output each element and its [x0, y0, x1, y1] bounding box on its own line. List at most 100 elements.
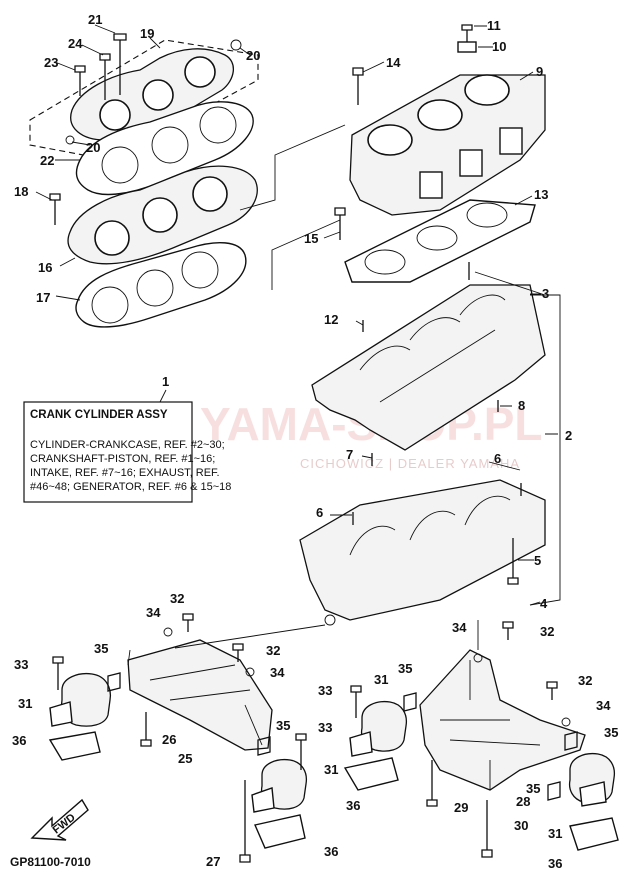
callout-22: 22: [40, 153, 54, 168]
bolt-26: [140, 712, 152, 747]
callout-8: 8: [518, 398, 525, 413]
callout-36-b: 36: [346, 798, 360, 813]
dowel-4: [324, 614, 336, 626]
callout-35-d: 35: [604, 725, 618, 740]
callout-28: 28: [516, 794, 530, 809]
engine-mount-bracket-left: [127, 639, 273, 751]
callout-34-a: 34: [146, 605, 161, 620]
watermark-subtext: CICHOWICZ | DEALER YAMAHA: [300, 456, 520, 471]
callout-12: 12: [324, 312, 338, 327]
callout-34-b: 34: [270, 665, 285, 680]
callout-14: 14: [386, 55, 401, 70]
callout-35-e: 35: [526, 781, 540, 796]
callout-32-a: 32: [170, 591, 184, 606]
assembly-line-heads: [239, 124, 346, 290]
bolt-18: [49, 193, 61, 225]
bolt-32-right-1: [502, 621, 514, 640]
callout-35-c: 35: [398, 661, 412, 676]
bolt-32-right-2: [546, 681, 558, 700]
callout-1: 1: [162, 374, 169, 389]
callout-27: 27: [206, 854, 220, 869]
callout-9: 9: [536, 64, 543, 79]
callout-34-c: 34: [452, 620, 467, 635]
mount-plate-left-1: [48, 731, 101, 761]
callout-31-a: 31: [18, 696, 32, 711]
callout-36-d: 36: [548, 856, 562, 871]
bolt-24: [99, 53, 111, 100]
mount-plate-right-2: [569, 817, 619, 851]
fwd-arrow-icon: [30, 798, 89, 841]
callout-17: 17: [36, 290, 50, 305]
callout-leaders: [35, 24, 558, 606]
callout-31-b: 31: [324, 762, 338, 777]
callout-32-c: 32: [540, 624, 554, 639]
head-chamber-3: [192, 176, 228, 212]
callout-32-b: 32: [266, 643, 280, 658]
shim-35-right-2: [564, 731, 578, 751]
legend-line-1: CYLINDER-CRANKCASE, REF. #2~30;: [30, 439, 225, 451]
bolt-33-center-left: [295, 733, 307, 770]
callout-36-c: 36: [324, 844, 338, 859]
callout-23: 23: [44, 55, 58, 70]
callout-20-top: 20: [246, 48, 260, 63]
legend-line-4: #46~48; GENERATOR, REF. #6 & 15~18: [30, 481, 231, 493]
callout-11: 11: [487, 18, 501, 33]
callout-10: 10: [492, 39, 506, 54]
bolt-29: [426, 760, 438, 807]
washer-34-left-1: [163, 627, 173, 637]
head-cover-gasket: [75, 101, 254, 196]
diagram-code: GP81100-7010: [10, 855, 91, 869]
gasket-ring-1: [101, 146, 139, 184]
bolt-15: [334, 207, 346, 240]
callout-24: 24: [68, 36, 83, 51]
callout-33-a: 33: [14, 657, 28, 672]
lower-crankcase-journals: [349, 495, 511, 556]
lower-crankcase: [299, 479, 546, 621]
callout-31-d: 31: [548, 826, 562, 841]
legend-title: CRANK CYLINDER ASSY: [30, 409, 168, 421]
head-gasket-ring-1: [91, 286, 129, 324]
exhaust-port-3: [499, 127, 523, 155]
bolt-27: [239, 780, 251, 863]
engine-mount-base-right-1: [349, 731, 373, 757]
callout-32-d: 32: [578, 673, 592, 688]
head-cover-port-1: [99, 99, 131, 131]
callout-31-c: 31: [374, 672, 388, 687]
assembly-line-bracket-left: [127, 624, 326, 666]
callout-2: 2: [565, 428, 572, 443]
cylinder-block: [349, 74, 546, 216]
engine-mount-base-left-1: [49, 701, 73, 727]
head-gasket-ring-3: [181, 251, 219, 289]
bolt-23: [74, 65, 86, 96]
cylinder-base-gasket: [344, 199, 536, 283]
cylinder-bore-1: [367, 124, 413, 156]
bolt-32-left-2: [232, 643, 244, 662]
callout-7: 7: [346, 447, 353, 462]
cylinder-bore-2: [417, 99, 463, 131]
bracket-left-detail: [149, 664, 263, 746]
shim-35-right-1: [403, 692, 417, 712]
mount-plate-left-2: [254, 814, 306, 849]
legend-line-3: INTAKE, REF. #7~16; EXHAUST, REF.: [30, 467, 220, 479]
callout-18: 18: [14, 184, 28, 199]
shim-35-right-3: [547, 781, 561, 801]
head-cover-port-3: [184, 56, 216, 88]
legend-line-2: CRANKSHAFT-PISTON, REF. #1~16;: [30, 453, 215, 465]
head-chamber-2: [142, 197, 178, 233]
callout-25: 25: [178, 751, 192, 766]
callout-16: 16: [38, 260, 52, 275]
cylinder-head-gasket: [75, 241, 247, 328]
head-cover-port-2: [142, 79, 174, 111]
base-gasket-ring-3: [466, 202, 508, 228]
callout-6-left: 6: [316, 505, 323, 520]
exhaust-port-1: [419, 171, 443, 199]
gasket-ring-2: [151, 126, 189, 164]
callout-6-right: 6: [494, 451, 501, 466]
washer-34-right-2: [561, 717, 571, 727]
mount-plate-right-1: [343, 757, 399, 791]
washer-34-right-1: [473, 653, 483, 663]
callout-30: 30: [514, 818, 528, 833]
callout-34-d: 34: [596, 698, 611, 713]
gasket-ring-3: [199, 106, 237, 144]
